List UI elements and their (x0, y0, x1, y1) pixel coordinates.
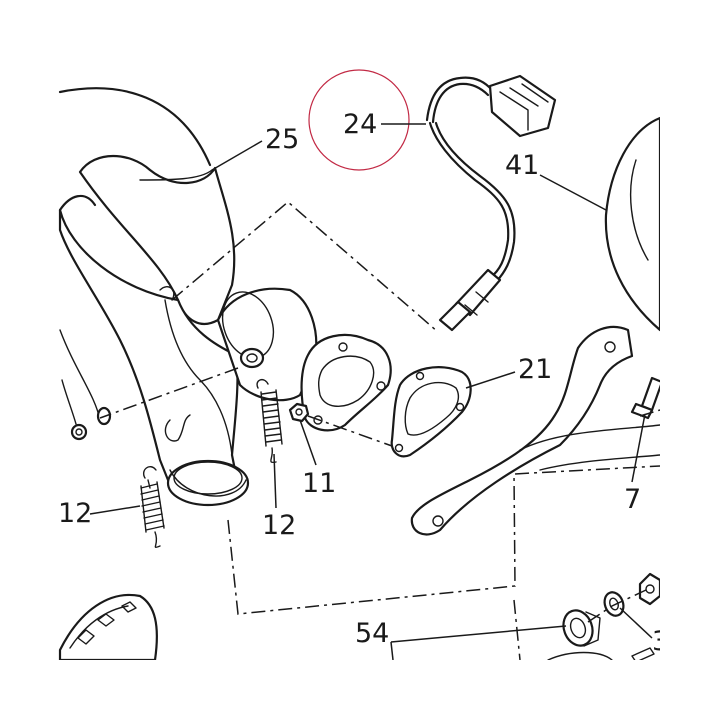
exhaust-gasket[interactable] (390, 366, 472, 458)
exhaust-header-pipe[interactable] (58, 87, 318, 507)
oxygen-sensor[interactable] (425, 74, 557, 332)
muffler-bracket[interactable] (410, 325, 661, 536)
callout-24: 24 (343, 109, 377, 140)
left-bolt-washer[interactable] (61, 379, 112, 441)
callout-54: 54 (355, 618, 389, 649)
muffler-body[interactable] (604, 116, 662, 332)
rear-muffler-section[interactable] (58, 593, 158, 662)
leader-lines (89, 123, 653, 661)
flat-washer[interactable] (601, 590, 626, 619)
highlight-circle (308, 69, 410, 171)
callout-12-left: 12 (58, 498, 92, 529)
callout-7: 7 (624, 484, 641, 515)
callout-11: 11 (302, 468, 336, 499)
exhaust-spring-mid[interactable] (256, 378, 283, 464)
callout-25: 25 (265, 124, 299, 155)
small-screw[interactable] (631, 647, 655, 663)
callout-41: 41 (505, 150, 539, 181)
bottom-edge-part (547, 651, 613, 661)
exhaust-spring-left[interactable] (140, 466, 165, 549)
pipe-flange[interactable] (300, 333, 392, 432)
rubber-grommet[interactable] (559, 606, 601, 649)
bracket-bolt[interactable] (630, 376, 664, 420)
crop-mask-bottom (0, 660, 720, 720)
flange-nut[interactable] (288, 402, 310, 423)
callout-12-mid: 12 (262, 510, 296, 541)
callout-21: 21 (518, 354, 552, 385)
crop-mask-right (660, 0, 720, 660)
mount-nut[interactable] (638, 572, 662, 606)
